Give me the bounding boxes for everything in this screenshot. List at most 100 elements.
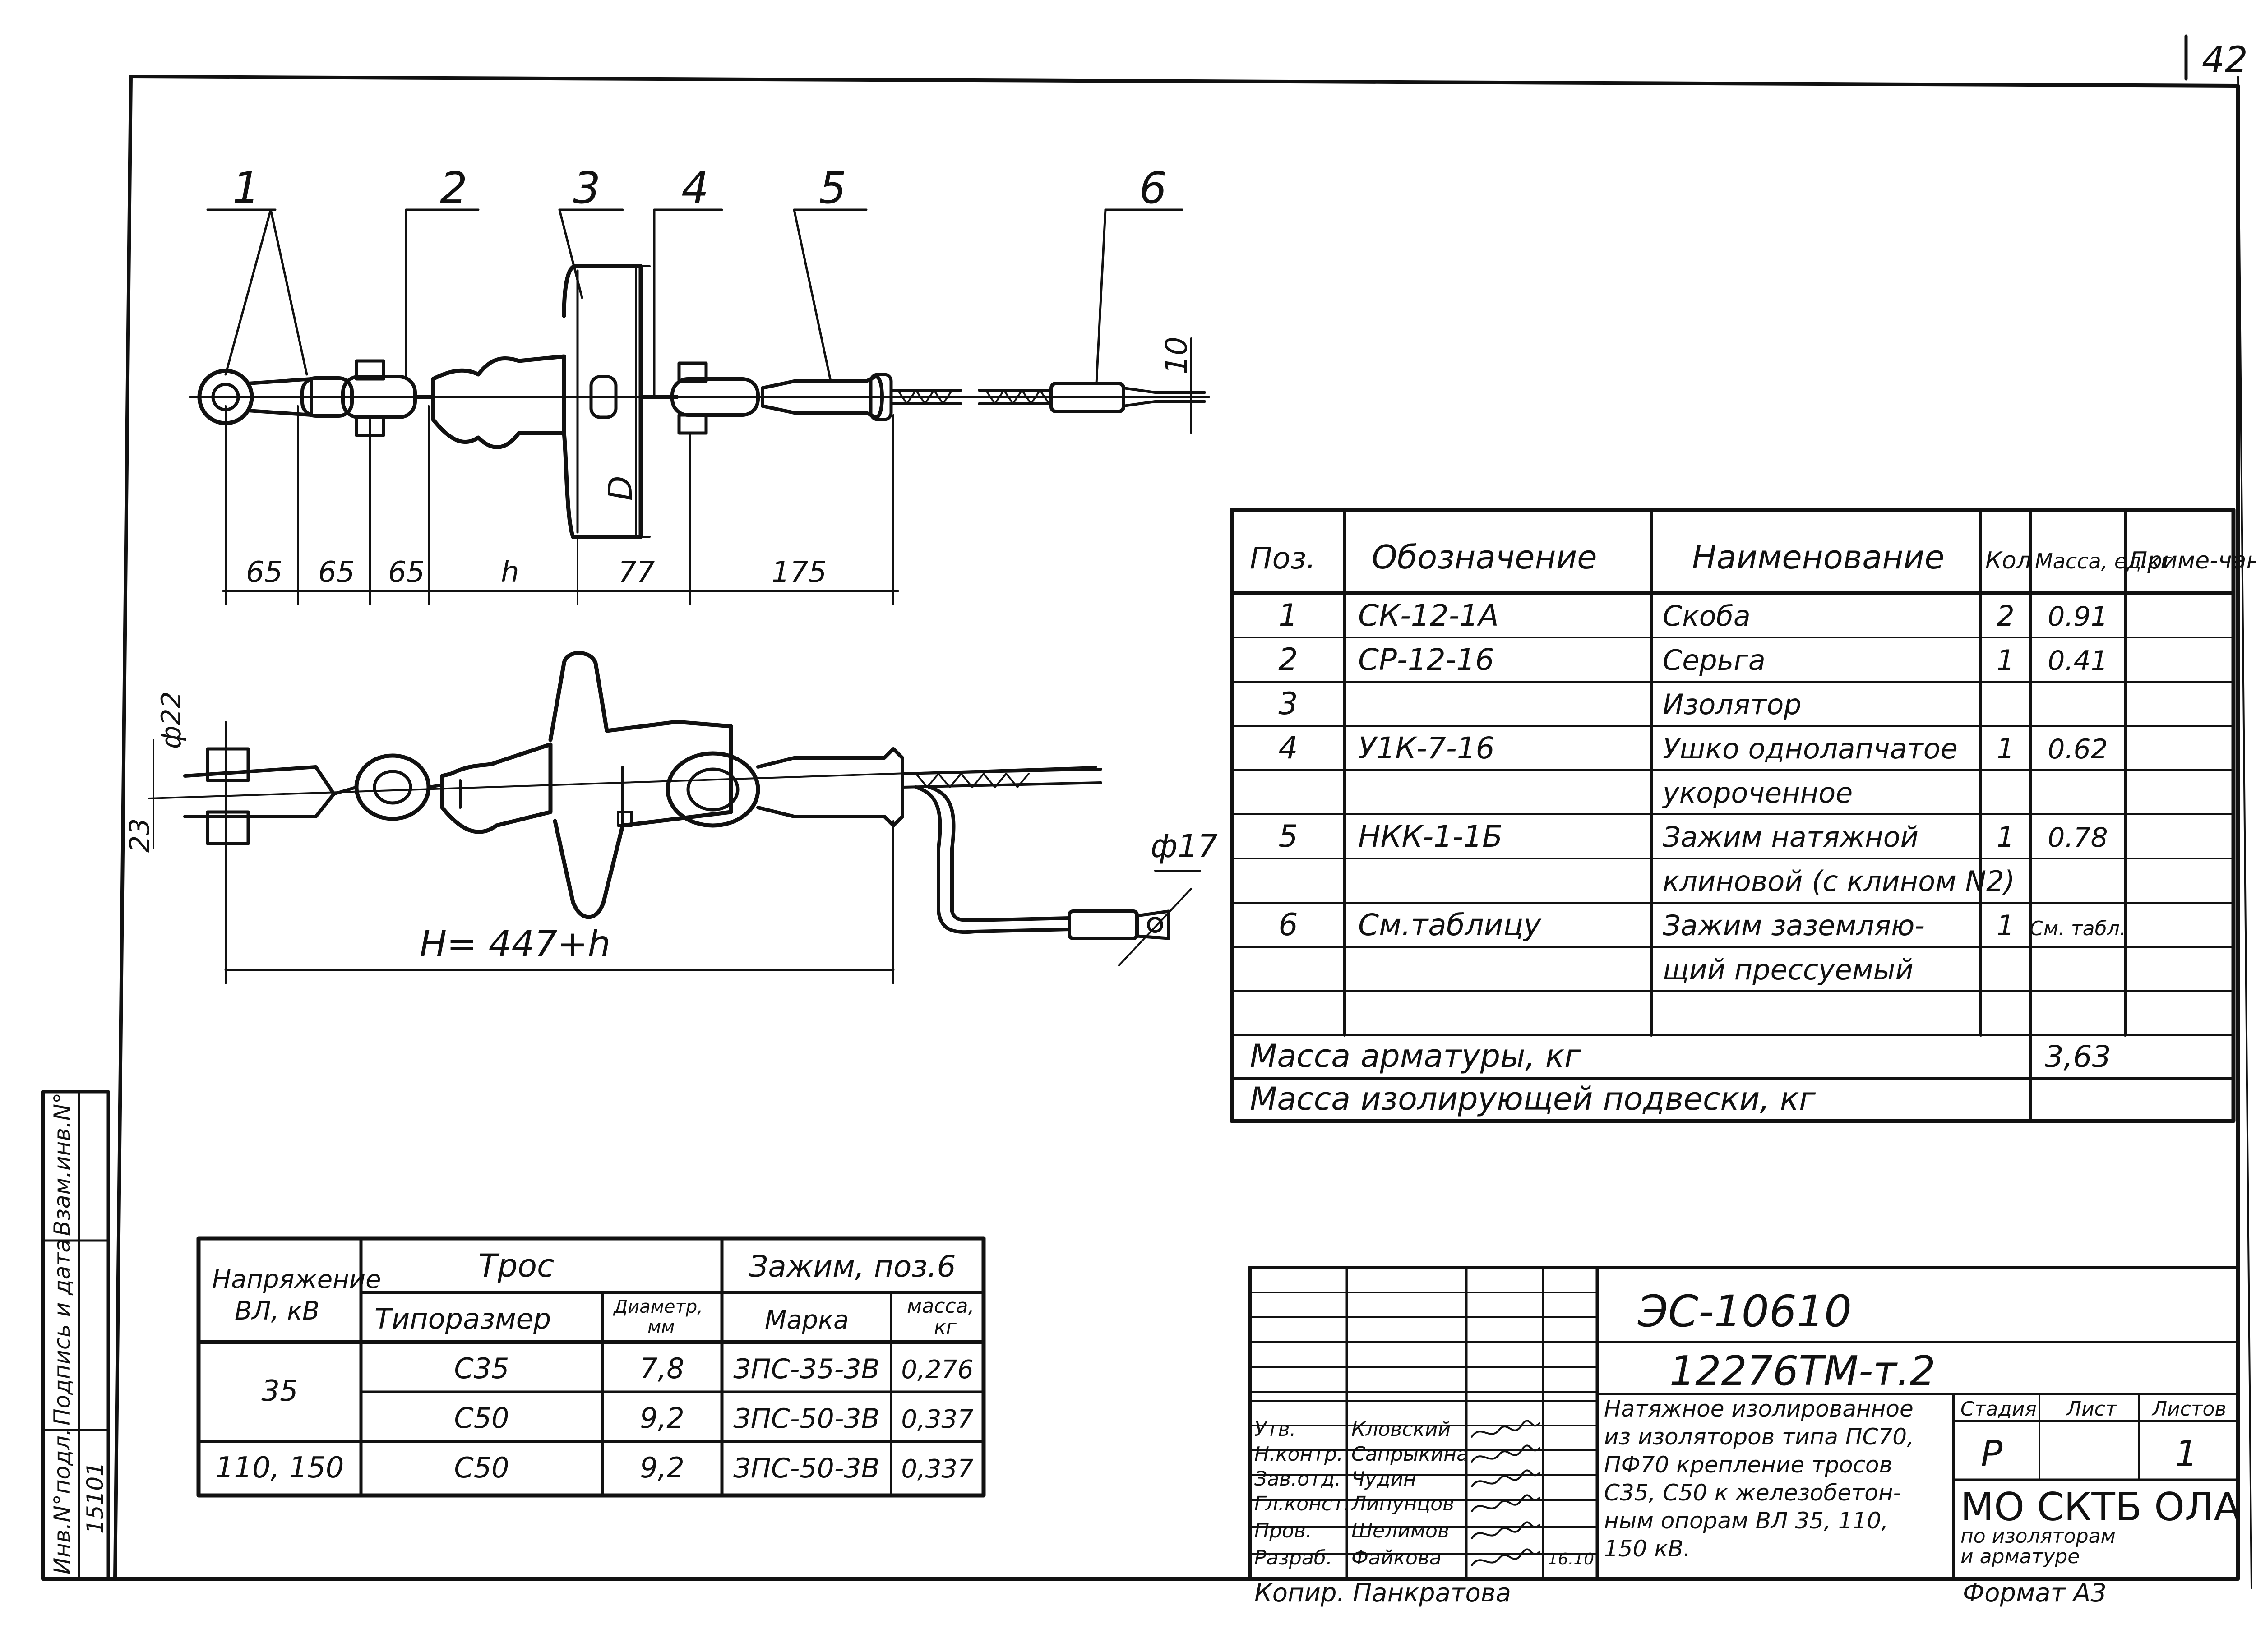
signer-role: Н.контр. xyxy=(1254,1443,1343,1466)
callout-2: 2 xyxy=(440,163,467,213)
spec-cell-name: щий прессуемый xyxy=(1663,953,1914,986)
signer-role: Зав.отд. xyxy=(1254,1467,1341,1490)
side-view-drawing: ф22 23 ф17 H= 447+ xyxy=(124,651,1218,984)
copied-by: Копир. Панкратова xyxy=(1254,1578,1511,1608)
cable-header-diameter: Диаметр, xyxy=(613,1297,703,1317)
top-assembly-drawing: 10 D 65 65 65 h 77 175 1 2 xyxy=(189,163,1210,605)
stamp-inv-orig: Инв.N°подл. xyxy=(49,1428,75,1574)
signer-name: Шелимов xyxy=(1351,1519,1449,1542)
sheet-label: Лист xyxy=(2066,1398,2117,1421)
signer-name: Чудин xyxy=(1351,1467,1416,1490)
dim-d17: ф17 xyxy=(1151,828,1218,865)
cable-header-type: Типоразмер xyxy=(374,1302,551,1335)
cable-header-mass: масса, xyxy=(907,1295,975,1318)
spec-cell-name: Серьга xyxy=(1663,644,1766,677)
dim-175: 175 xyxy=(772,556,827,589)
stamp-replace-inv: Взам.инв.N° xyxy=(49,1093,75,1236)
cable-cell-type: С50 xyxy=(454,1451,509,1484)
spec-cell-pos: 4 xyxy=(1278,730,1298,766)
drawing-title-line: С35, С50 к железобетон- xyxy=(1604,1480,1901,1506)
signer-role: Гл.конст. xyxy=(1254,1492,1350,1515)
callout-3: 3 xyxy=(573,163,601,213)
dim-d22: ф22 xyxy=(156,691,187,749)
spec-cell-name: Скоба xyxy=(1663,600,1751,632)
spec-cell-name: укороченное xyxy=(1662,776,1853,809)
signer-role: Разраб. xyxy=(1254,1546,1332,1569)
spec-cell-pos: 2 xyxy=(1278,642,1298,678)
sheets-value: 1 xyxy=(2175,1433,2198,1475)
cable-header-clamp: Зажим, поз.6 xyxy=(749,1249,956,1284)
cable-header-mass-unit: кг xyxy=(934,1316,957,1339)
drawing-title-line: ным опорам ВЛ 35, 110, xyxy=(1604,1508,1888,1534)
spec-header-note: Приме-чание xyxy=(2130,547,2256,574)
dim-65-b: 65 xyxy=(318,556,355,589)
org-sub-2: и арматуре xyxy=(1960,1545,2080,1568)
signer-name: Липунцов xyxy=(1350,1492,1454,1515)
cable-cell-mark: ЗПС-50-3В xyxy=(733,1403,879,1435)
callout-4: 4 xyxy=(681,163,709,213)
cable-cell-mass: 0,337 xyxy=(901,1405,974,1434)
signer-name: Сапрыкина xyxy=(1351,1443,1469,1466)
cable-cell-diameter: 9,2 xyxy=(640,1402,684,1435)
signer-role: Утв. xyxy=(1254,1418,1296,1441)
link-part xyxy=(341,359,435,437)
dim-wire-10: 10 xyxy=(1159,337,1194,374)
spec-cell-pos: 5 xyxy=(1278,819,1298,854)
spec-cell-qty: 1 xyxy=(1997,644,2014,677)
spec-cell-qty: 1 xyxy=(1997,821,2014,854)
eye-part xyxy=(670,361,760,435)
cable-header-rope: Трос xyxy=(478,1247,555,1284)
spec-header-designation: Обозначение xyxy=(1372,538,1597,576)
mass-fittings-value: 3,63 xyxy=(2045,1039,2111,1074)
stage-value: Р xyxy=(1981,1433,2003,1475)
cable-cell-voltage: 110, 150 xyxy=(216,1451,344,1485)
spec-cell-mass: 0.62 xyxy=(2048,734,2108,765)
spec-cell-designation: СК-12-1А xyxy=(1358,598,1499,633)
stamp-sign-date: Подпись и дата xyxy=(49,1239,75,1426)
signer-date: 16.10 xyxy=(1548,1550,1594,1569)
spec-header-qty: Кол xyxy=(1985,547,2031,574)
spec-cell-name: Зажим заземляю- xyxy=(1663,909,1925,942)
spec-cell-qty: 1 xyxy=(1997,732,2014,765)
cable-header-diameter-unit: мм xyxy=(647,1317,675,1338)
cable-cell-diameter: 7,8 xyxy=(640,1352,684,1385)
cable-cell-mass: 0,337 xyxy=(901,1454,974,1484)
tension-clamp-part xyxy=(761,373,893,421)
org-name: МО СКТБ ОЛА xyxy=(1960,1485,2241,1530)
spec-cell-qty: 1 xyxy=(1997,909,2014,942)
drawing-title-line: ПФ70 крепление тросов xyxy=(1604,1452,1892,1478)
spec-cell-pos: 6 xyxy=(1278,907,1298,943)
signatures xyxy=(1471,1420,1540,1566)
spec-cell-name: Изолятор xyxy=(1663,688,1802,721)
spec-cell-designation: У1К-7-16 xyxy=(1358,731,1495,766)
side-stamp: Взам.инв.N° Подпись и дата Инв.N°подл. 1… xyxy=(41,1090,110,1581)
spec-cell-pos: 3 xyxy=(1278,686,1298,722)
mass-suspension-label: Масса изолирующей подвески, кг xyxy=(1250,1080,1816,1117)
insulator-part xyxy=(431,264,679,539)
dim-65-c: 65 xyxy=(388,556,425,589)
dim-77: 77 xyxy=(618,556,655,589)
cable-header-mark: Марка xyxy=(765,1306,849,1335)
drawing-title-line: Натяжное изолированное xyxy=(1604,1396,1914,1422)
mass-fittings-label: Масса арматуры, кг xyxy=(1250,1038,1581,1075)
cable-cell-mass: 0,276 xyxy=(901,1355,973,1384)
stage-label: Стадия xyxy=(1960,1398,2037,1421)
spec-cell-name: Ушко однолапчатое xyxy=(1663,732,1958,765)
spec-cell-name: клиновой (с клином N2) xyxy=(1663,865,2015,898)
format-label: Формат А3 xyxy=(1963,1578,2107,1608)
dim-65-a: 65 xyxy=(246,556,282,589)
title-block: ЭС-10610 12276ТМ-т.2 Стадия Лист Листов … xyxy=(1248,1266,2241,1608)
spec-cell-qty: 2 xyxy=(1997,600,2014,632)
callouts: 1 2 3 4 5 6 xyxy=(206,163,1183,398)
cable-cell-type: С50 xyxy=(454,1402,509,1435)
doc-code: ЭС-10610 xyxy=(1637,1286,1852,1337)
dim-23: 23 xyxy=(124,818,156,853)
spec-cell-mass: 0.41 xyxy=(2048,645,2108,677)
cable-cell-mark: ЗПС-50-3В xyxy=(733,1453,879,1484)
cable-header-voltage: Напряжение xyxy=(212,1265,381,1294)
page-number: 42 xyxy=(2202,39,2248,81)
rope xyxy=(890,382,1206,413)
sheets-label: Листов xyxy=(2151,1398,2226,1421)
